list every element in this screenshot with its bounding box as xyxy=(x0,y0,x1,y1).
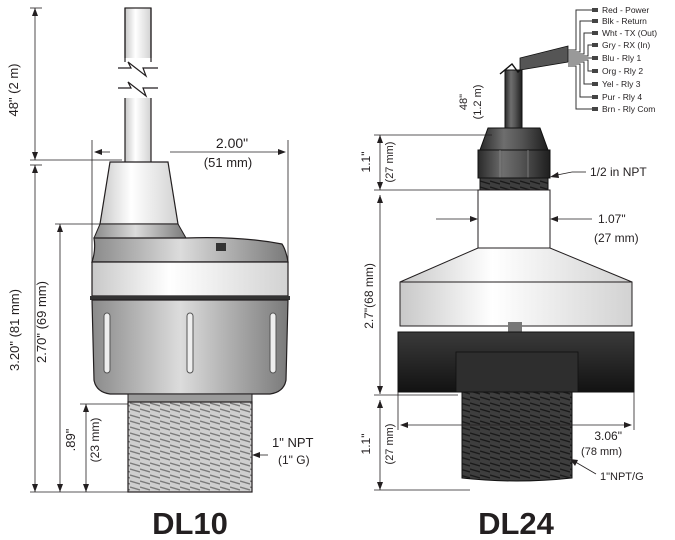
dl10-housing-upper xyxy=(91,261,289,297)
dl10-body-height-label: 2.70" (69 mm) xyxy=(34,281,49,363)
dl24-cable xyxy=(504,69,523,129)
wire-label: Blk - Return xyxy=(602,16,647,26)
dl24-body-height-label: 2.7"(68 mm) xyxy=(362,263,376,329)
dl10-model-name: DL10 xyxy=(152,506,228,540)
dl10-housing-seam xyxy=(90,296,290,300)
dl24-thread-label: 1"NPT/G xyxy=(600,471,644,483)
dl10-width-mm-label: (51 mm) xyxy=(204,155,252,170)
dl10-width-in-label: 2.00" xyxy=(216,135,248,151)
dl24-npt-label: 1/2 in NPT xyxy=(590,165,647,179)
dl24-body-upper xyxy=(399,281,633,327)
wire-label: Brn - Rly Com xyxy=(602,104,655,114)
dl10-cable-length-label: 48" (2 m) xyxy=(6,63,21,116)
dl10-threads xyxy=(127,401,253,493)
dl24-wire-bundle xyxy=(519,45,569,71)
dl10-strain-relief xyxy=(99,161,179,225)
dl24-threads xyxy=(461,391,573,482)
dl10-dimensions xyxy=(30,7,289,493)
dl24-cap-height-mm-label: (27 mm) xyxy=(384,142,396,183)
dl10-thread-g-label: (1" G) xyxy=(278,453,310,467)
dl24-neck-width-in-label: 1.07" xyxy=(598,212,626,226)
dl10-cable-break-mask xyxy=(116,58,160,98)
dl10-thread-size-label: 1" NPT xyxy=(272,435,314,450)
wire-label: Pur - Rly 4 xyxy=(602,92,642,102)
dl10-indicator-led xyxy=(216,243,226,251)
dl24-cable-mm-label: (1.2 m) xyxy=(472,85,484,120)
dl10-thread-collar xyxy=(127,393,253,403)
dl24-arrowheads xyxy=(377,135,632,490)
dl24-width-mm-label: (78 mm) xyxy=(581,446,622,458)
dl24-cap-height-in-label: 1.1" xyxy=(359,152,373,173)
wire-label: Org - Rly 2 xyxy=(602,66,643,76)
dl10-break-line-top xyxy=(118,61,158,78)
dl24-indicator xyxy=(508,322,522,332)
wire-label: Wht - TX (Out) xyxy=(602,28,657,38)
dl24-neck xyxy=(477,189,551,249)
dl24-width-in-label: 3.06" xyxy=(594,429,622,443)
wire-label: Yel - Rly 3 xyxy=(602,79,641,89)
dl24-cone xyxy=(399,247,633,283)
dl10-sensor xyxy=(90,7,290,493)
dl10-thread-height-mm-label: (23 mm) xyxy=(88,418,102,463)
dl24-npt-threads xyxy=(479,177,549,191)
wire-label: Blu - Rly 1 xyxy=(602,53,641,63)
dl24-model-name: DL24 xyxy=(478,506,555,540)
dl24-hex-face xyxy=(455,351,579,393)
dl10-housing-ribs xyxy=(103,312,277,374)
dl24-gland-nut xyxy=(477,149,551,179)
dl24-sensor xyxy=(397,8,635,482)
dl10-shoulder xyxy=(93,223,187,239)
dl24-dimensions xyxy=(374,134,635,491)
dl10-total-height-label: 3.20" (81 mm) xyxy=(7,289,22,371)
dl24-neck-width-mm-label: (27 mm) xyxy=(594,231,639,245)
dl10-dome xyxy=(91,237,289,263)
dl10-thread-height-in-label: .89" xyxy=(63,428,78,451)
wire-label: Red - Power xyxy=(602,5,649,15)
wire-label: Gry - RX (In) xyxy=(602,40,650,50)
dl24-wire-legend: Red - Power Blk - Return Wht - TX (Out) … xyxy=(602,5,657,114)
dl10-break-line-bottom xyxy=(118,81,158,98)
dl24-gland-top xyxy=(479,127,549,151)
dl24-wire-ends xyxy=(592,8,598,111)
dl24-cable-in-label: 48" xyxy=(458,94,470,110)
dl24-wire-fan xyxy=(568,9,592,110)
dl24-thread-height-mm-label: (27 mm) xyxy=(384,424,396,465)
dl10-arrowheads xyxy=(32,8,286,492)
dl24-thread-height-in-label: 1.1" xyxy=(359,434,373,455)
